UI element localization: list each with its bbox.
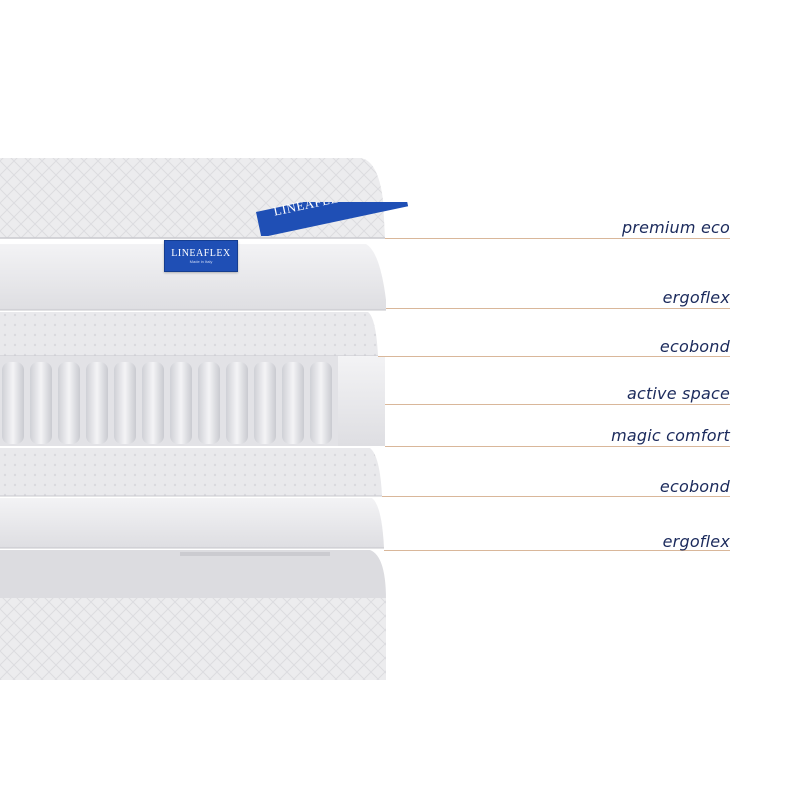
brand-tag-subtext: Made in Italy (189, 258, 213, 264)
brand-label-tag: LINEAFLEX Made in Italy (164, 240, 238, 272)
layer-label-active-space: active space (626, 384, 730, 403)
leader-line-premium-eco (385, 238, 730, 239)
leader-line-magic-comfort (385, 446, 730, 447)
layer-label-ergoflex-lower: ergoflex (662, 532, 730, 551)
layer-label-magic-comfort: magic comfort (611, 426, 730, 445)
layer-label-ecobond-lower: ecobond (659, 477, 730, 496)
leader-line-ecobond-upper (378, 356, 730, 357)
leader-line-active-space (385, 404, 730, 405)
layer-ergoflex-lower-image (0, 498, 384, 549)
leader-line-ergoflex-lower (384, 550, 730, 551)
layer-active-space-springs-image (0, 356, 385, 446)
layer-label-premium-eco: premium eco (621, 218, 730, 237)
mattress-base-cover-image (0, 550, 386, 680)
brand-tag-text: LINEAFLEX (171, 247, 231, 259)
layer-label-ergoflex-upper: ergoflex (662, 288, 730, 307)
pocket-springs (2, 362, 332, 444)
leader-line-ergoflex-upper (386, 308, 730, 309)
layer-ergoflex-upper-image (0, 244, 386, 311)
layer-label-ecobond-upper: ecobond (659, 337, 730, 356)
layer-premium-eco-image (0, 158, 385, 239)
leader-line-ecobond-lower (382, 496, 730, 497)
layer-ecobond-lower-image (0, 448, 382, 497)
layer-ecobond-upper-image (0, 312, 378, 357)
